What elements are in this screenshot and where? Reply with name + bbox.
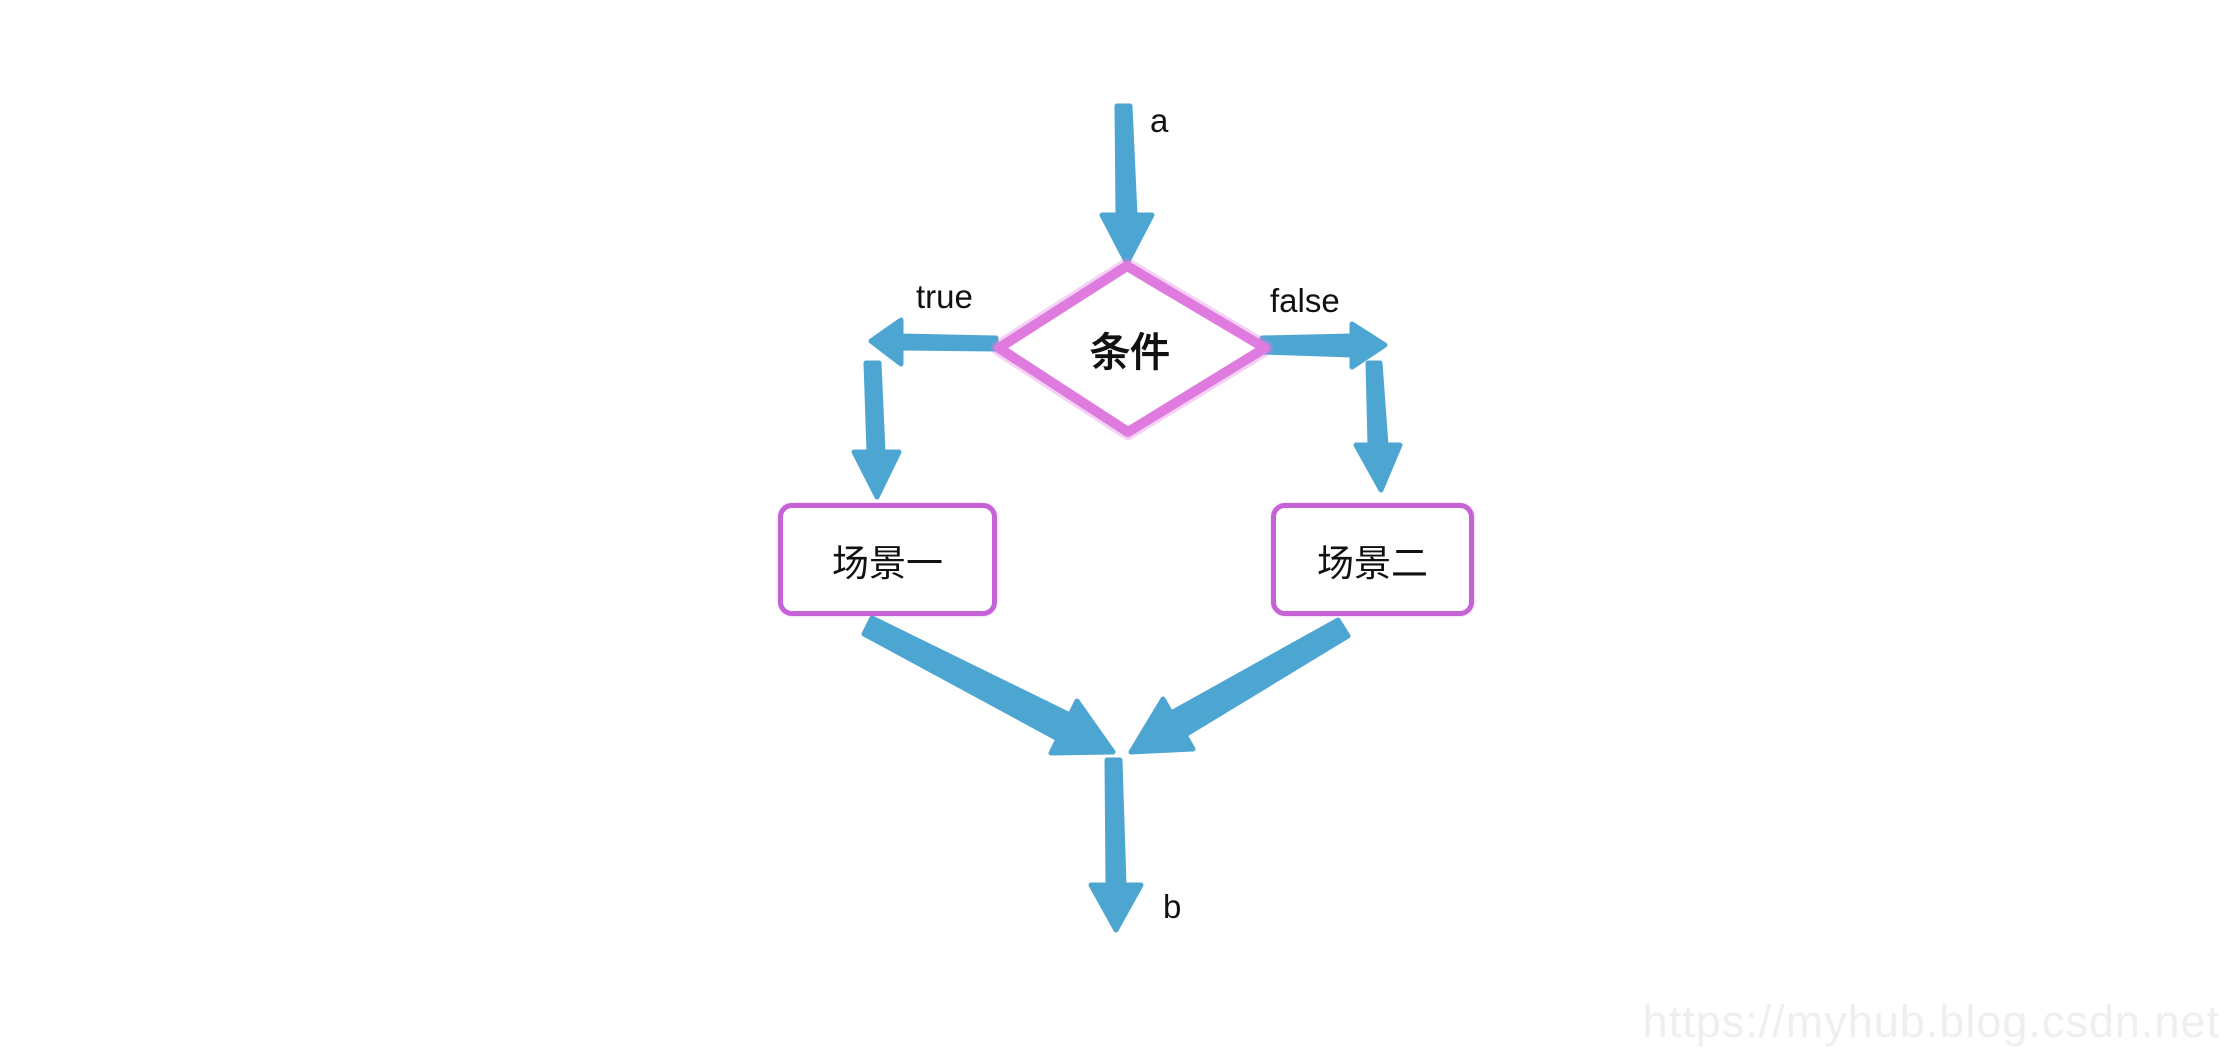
arrow-false-horizontal — [1259, 321, 1388, 370]
watermark: https://myhub.blog.csdn.net — [1642, 996, 2220, 1047]
scenario-two-box: 场景二 — [1271, 503, 1474, 616]
entry-label: a — [1150, 102, 1169, 139]
scenario-two-label: 场景二 — [1317, 542, 1428, 584]
decision-label: 条件 — [1090, 331, 1170, 375]
arrow-merge-right — [1128, 617, 1351, 755]
arrow-exit — [1088, 757, 1144, 933]
false-label: false — [1270, 282, 1340, 319]
scenario-one-label: 场景一 — [832, 542, 943, 584]
scenario-one-box: 场景一 — [778, 503, 997, 616]
arrow-entry — [1099, 103, 1155, 266]
arrow-true-horizontal — [868, 317, 999, 367]
exit-label: b — [1163, 888, 1182, 925]
arrow-merge-left — [861, 615, 1116, 756]
true-label: true — [916, 278, 973, 315]
arrow-false-down — [1353, 360, 1403, 493]
arrow-true-down — [851, 360, 902, 500]
decision-diamond — [994, 261, 1270, 437]
